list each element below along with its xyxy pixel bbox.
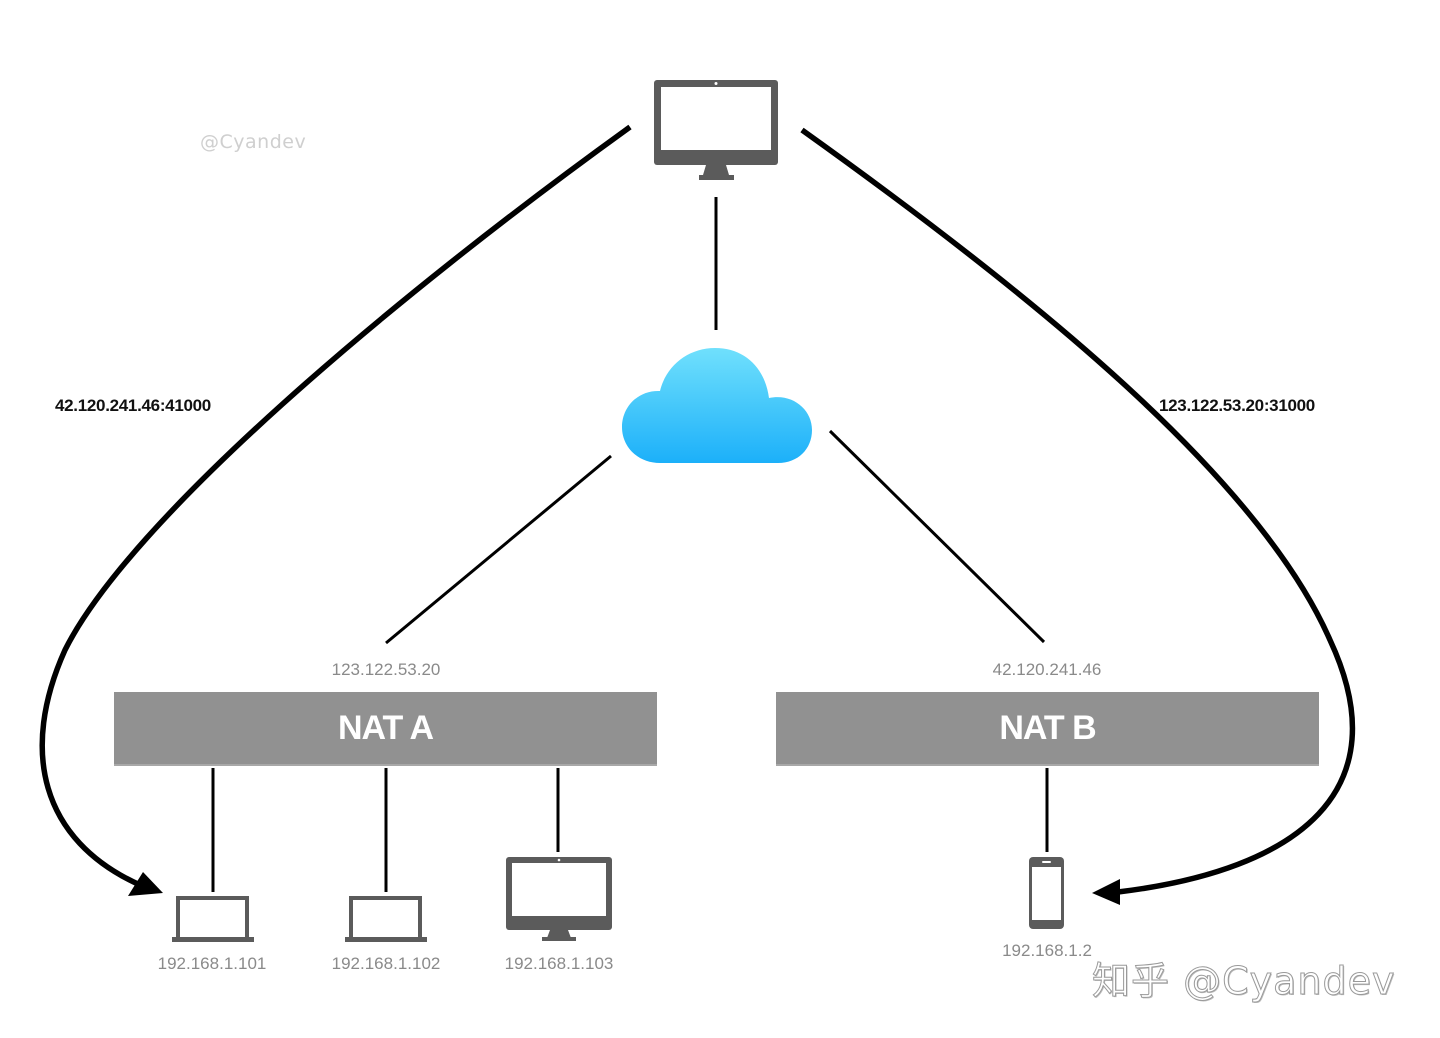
route-curve-left: [39, 124, 632, 888]
host-ip-label: 192.168.1.2: [1002, 941, 1092, 960]
nat-b-box: NAT B: [776, 692, 1319, 766]
nat-a-box: NAT A: [114, 692, 657, 766]
desktop-monitor-icon: [506, 857, 612, 941]
arrowhead-left: [128, 872, 163, 896]
route-label-right: 123.122.53.20:31000: [1159, 396, 1315, 415]
route-label-left: 42.120.241.46:41000: [55, 396, 211, 415]
nat-a-public-ip: 123.122.53.20: [331, 660, 441, 679]
route-curve-right: [800, 127, 1356, 895]
server-monitor-icon: [654, 80, 778, 180]
laptop-icon: [345, 896, 427, 942]
host-ip-label: 192.168.1.103: [504, 954, 614, 973]
watermark-author: @Cyandev: [200, 131, 307, 153]
cloud-to-nat-b-link: [828, 429, 1046, 644]
internet-cloud-icon: [622, 348, 812, 463]
arrowhead-right: [1092, 879, 1120, 905]
host-ip-label: 192.168.1.101: [157, 954, 267, 973]
nat-b-title: NAT B: [999, 708, 1096, 747]
host-ip-label: 192.168.1.102: [331, 954, 441, 973]
watermark-zhihu: 知乎 @Cyandev: [1091, 959, 1396, 1004]
laptop-icon: [172, 896, 254, 942]
nat-a-title: NAT A: [337, 708, 434, 747]
smartphone-icon: [1029, 857, 1064, 929]
cloud-to-nat-a-link: [385, 454, 612, 645]
nat-b-public-ip: 42.120.241.46: [992, 660, 1102, 679]
